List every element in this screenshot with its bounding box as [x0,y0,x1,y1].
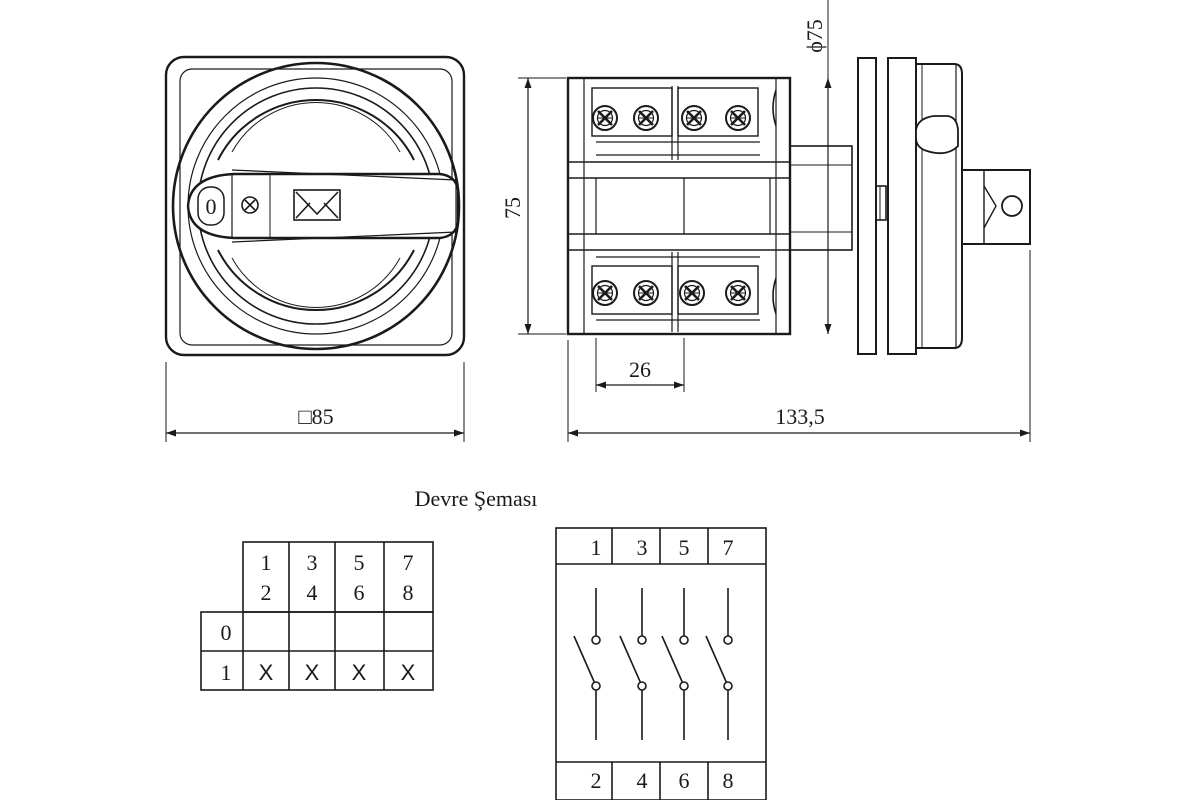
circuit-terminal-bottom: 2 [591,768,602,793]
dimension-pitch [595,338,685,392]
switch-table [200,541,434,691]
table-row-position: 1 [221,660,232,685]
dimension-pitch-label: 26 [629,357,651,382]
circuit-terminal-bottom: 4 [637,768,648,793]
table-header-top: 5 [354,550,365,575]
dimension-height [518,77,566,335]
lower-terminal-block [591,252,760,332]
schema-title: Devre Şeması [415,486,538,511]
upper-terminal-block [591,86,760,160]
table-header-bottom: 6 [354,580,365,605]
switch-contact [573,588,601,740]
circuit-terminal-top: 7 [723,535,734,560]
padlock-hole-icon [1001,195,1023,217]
dimension-height-label: 75 [500,197,525,219]
circuit-terminal-top: 1 [591,535,602,560]
circuit-terminal-bottom: 6 [679,768,690,793]
circuit-terminal-top: 3 [637,535,648,560]
circuit-terminal-bottom: 8 [723,768,734,793]
table-header-top: 3 [307,550,318,575]
switch-contact [705,588,733,740]
dimension-total-length [567,250,1031,442]
handle-profile [887,57,917,355]
handle-grip-bottom [217,249,415,312]
switch-contact [619,588,647,740]
circuit-terminal-top: 5 [679,535,690,560]
table-cell-mark: X [259,660,274,685]
table-cell-mark: X [401,660,416,685]
contact-set [573,588,733,740]
brand-logo [293,189,341,221]
dimension-diameter-label: ϕ75 [802,19,827,53]
handle-grip-top [217,98,415,161]
table-header-top: 7 [403,550,414,575]
switch-contact [661,588,689,740]
side-view [566,57,1031,355]
handle-bar [186,172,460,240]
table-cell-mark: X [352,660,367,685]
padlock-tab [962,169,1031,245]
table-row-position: 0 [221,620,232,645]
table-header-bottom: 4 [307,580,318,605]
handle-zero-mark: 0 [206,194,217,219]
table-header-top: 1 [261,550,272,575]
circuit-diagram [555,527,767,800]
table-header-bottom: 2 [261,580,272,605]
dimension-front-width [165,362,465,442]
mounting-plate [857,57,877,355]
handle-screw-icon [241,196,259,214]
dimension-front-width-label: □85 [298,404,333,429]
table-cell-mark: X [305,660,320,685]
dimension-total-length-label: 133,5 [775,404,825,429]
table-header-bottom: 8 [403,580,414,605]
front-view [164,55,466,357]
front-plate [164,55,466,357]
